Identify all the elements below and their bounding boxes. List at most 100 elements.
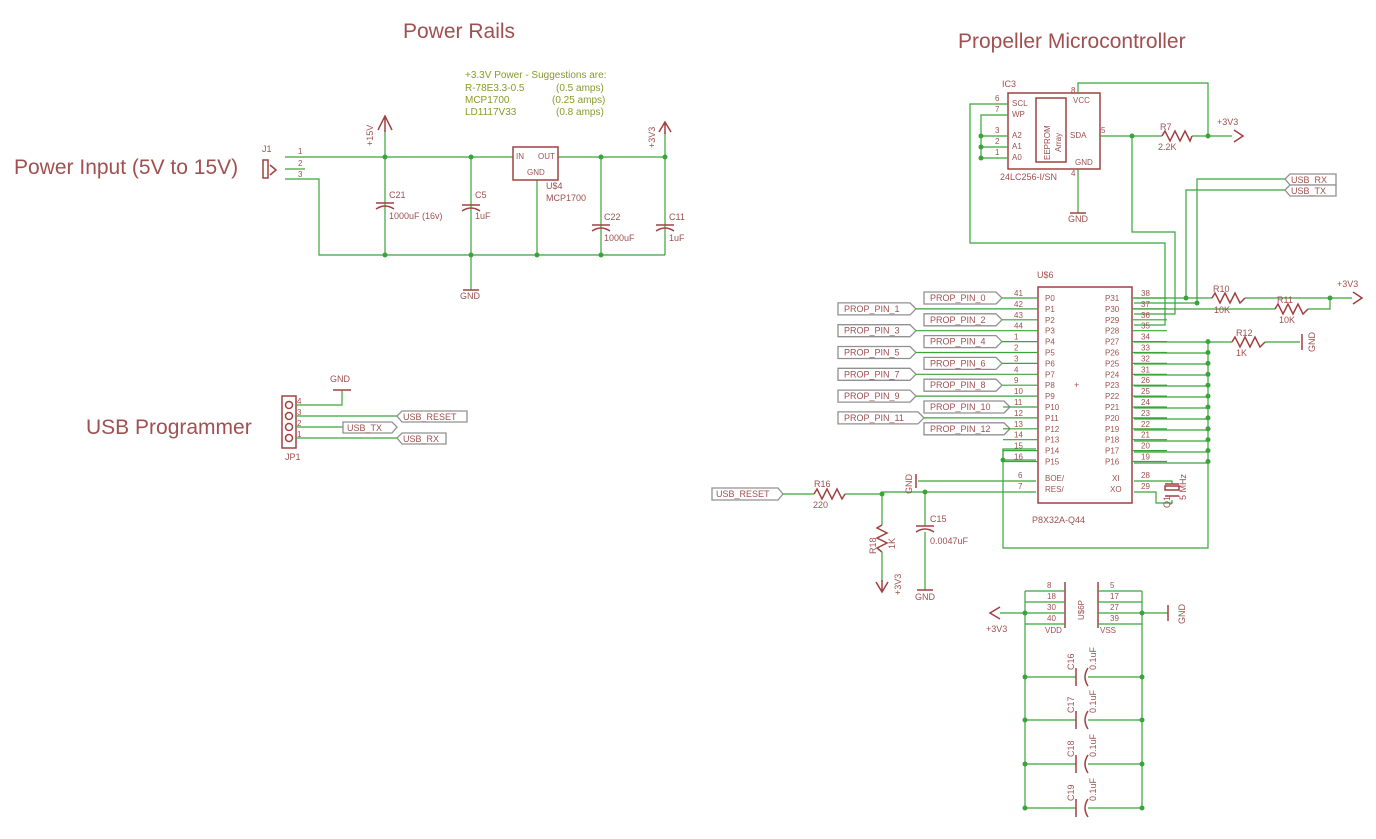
jp1-label: JP1	[285, 452, 301, 462]
ground-c15-label: GND	[915, 592, 936, 602]
heading-power-rails: Power Rails	[403, 20, 515, 43]
u6-right-pin-number: 37	[1141, 300, 1150, 309]
ic3-inner-label-1: EEPROM	[1043, 125, 1052, 160]
u6-left-pin-number: 44	[1014, 322, 1023, 331]
u6-right-pin-name: P29	[1105, 316, 1120, 325]
bus-junction	[1205, 382, 1211, 388]
u6-origin-mark: +	[1074, 380, 1079, 390]
u6-right-pin-name: P23	[1105, 381, 1120, 390]
u6-left-pin-name: P12	[1045, 425, 1060, 434]
u6-right-pin-number: 25	[1141, 387, 1150, 396]
capacitor-c11: C11 1uF	[655, 212, 685, 243]
ic3-pin-3: 3	[995, 126, 1000, 135]
u6-right-pin-number: 22	[1141, 420, 1150, 429]
prop-pin-label: PROP_PIN_11	[837, 411, 1003, 425]
u6-right-pin-name: P26	[1105, 349, 1120, 358]
u6-left-pin-number: 16	[1014, 453, 1023, 462]
prop-pin-label: PROP_PIN_4	[923, 334, 1003, 349]
u6-left-pin-number: 41	[1014, 289, 1023, 298]
u4-gnd-pin: GND	[527, 168, 545, 177]
ic3-scl: SCL	[1012, 99, 1028, 108]
r12-label: R12	[1236, 328, 1253, 338]
ground-vss-label: GND	[1177, 604, 1187, 625]
vdd-label: VDD	[1045, 626, 1062, 635]
prop-pin-label: PROP_PIN_12	[923, 422, 1011, 436]
u6-label: U$6	[1037, 270, 1054, 280]
ic3-inner-label-2: Array	[1054, 133, 1063, 152]
supply-3v3-right: +3V3	[1337, 279, 1364, 305]
u6-right-pin-number: 24	[1141, 398, 1150, 407]
ic3-a1: A1	[1012, 142, 1022, 151]
resistor-r7: R7 2.2K	[1158, 122, 1193, 152]
prop-pin-label: PROP_PIN_3	[837, 324, 1003, 338]
r18-value: 1K	[887, 538, 897, 549]
regulator-u4: IN OUT GND U$4 MCP1700	[512, 146, 586, 203]
heading-propeller: Propeller Microcontroller	[958, 30, 1186, 53]
prop-pin-label-text: PROP_PIN_4	[930, 337, 986, 347]
bus-junction	[1205, 459, 1211, 464]
c22-label: C22	[604, 212, 621, 222]
prop-pin-labels: PROP_PIN_0PROP_PIN_1PROP_PIN_2PROP_PIN_3…	[837, 291, 1011, 436]
supply-3v3-right-label: +3V3	[1337, 279, 1358, 289]
u6-right-pin-number: 23	[1141, 409, 1150, 418]
ic3-pin-5: 5	[1101, 126, 1106, 135]
u6-pin-28: 28	[1141, 471, 1150, 480]
u6-right-pin-number: 34	[1141, 333, 1150, 342]
ground-power-rails-label: GND	[460, 291, 481, 301]
c15-label: C15	[930, 514, 947, 524]
u6-right-pin-number: 19	[1141, 453, 1150, 462]
r16-value: 220	[813, 500, 828, 510]
u6-right-pin-name: P31	[1105, 294, 1120, 303]
resistor-r11: R11 10K	[1274, 295, 1309, 325]
supply-3v3-regulator-out: +3V3	[647, 120, 672, 148]
eeprom-ic3: EEPROM Array IC3 24LC256-I/SN SCL WP A2 …	[995, 79, 1106, 182]
u6-left-pin-number: 4	[1014, 365, 1019, 374]
supply-3v3-r18-label: +3V3	[893, 574, 903, 595]
label-usb-tx-left: USB_TX	[347, 423, 382, 433]
heading-power-input: Power Input (5V to 15V)	[14, 156, 238, 179]
ic3-label: IC3	[1002, 79, 1016, 89]
u6-pin-6: 6	[1018, 471, 1023, 480]
u6-right-pin-name: P22	[1105, 392, 1120, 401]
u6-left-pin-name: P1	[1045, 305, 1055, 314]
u6-boe: BOE/	[1045, 474, 1065, 483]
u6-left-pin-name: P0	[1045, 294, 1055, 303]
u6-part: P8X32A-Q44	[1032, 515, 1085, 525]
heading-usb-programmer: USB Programmer	[86, 416, 252, 439]
prop-pin-label: PROP_PIN_9	[837, 389, 1003, 403]
supply-15v: +15V	[365, 114, 393, 146]
u6-right-pin-name: P30	[1105, 305, 1120, 314]
resistor-r12: R12 1K	[1231, 328, 1266, 358]
u6-left-pin-number: 9	[1014, 376, 1019, 385]
vss-pin-number: 39	[1110, 614, 1119, 623]
eeprom-wires: GND	[969, 82, 1232, 326]
c22-value: 1000uF	[604, 233, 635, 243]
supply-15v-label: +15V	[365, 125, 375, 146]
u6-left-pin-number: 1	[1014, 333, 1019, 342]
vdd-pin-number: 40	[1047, 614, 1056, 623]
r11-label: R11	[1277, 295, 1293, 305]
u6-right-pin-name: P21	[1105, 403, 1120, 412]
u6-pin-7: 7	[1018, 482, 1023, 491]
u6-right-pin-name: P17	[1105, 447, 1120, 456]
u6-left-pin-name: P8	[1045, 381, 1055, 390]
label-usb-tx-top: USB_TX	[1291, 186, 1326, 196]
u6-right-pin-number: 32	[1141, 354, 1150, 363]
u6-left-pin-name: P15	[1045, 458, 1060, 467]
u6-left-pin-number: 15	[1014, 442, 1023, 451]
u6-right-pins: 38P3137P3036P2935P2834P2733P2632P2531P24…	[1105, 289, 1167, 467]
u6-left-pin-name: P14	[1045, 447, 1060, 456]
propeller-right-wires	[1000, 295, 1352, 549]
ic3-pin-7: 7	[995, 105, 1000, 114]
prop-pin-label: PROP_PIN_7	[837, 367, 1003, 381]
ic3-gnd-label: GND	[1068, 214, 1089, 224]
u6-right-pin-name: P27	[1105, 338, 1120, 347]
bus-junction	[1205, 393, 1211, 399]
prop-pin-label: PROP_PIN_0	[923, 291, 1003, 305]
vss-pin-number: 27	[1110, 603, 1119, 612]
ic3-a2: A2	[1012, 131, 1022, 140]
